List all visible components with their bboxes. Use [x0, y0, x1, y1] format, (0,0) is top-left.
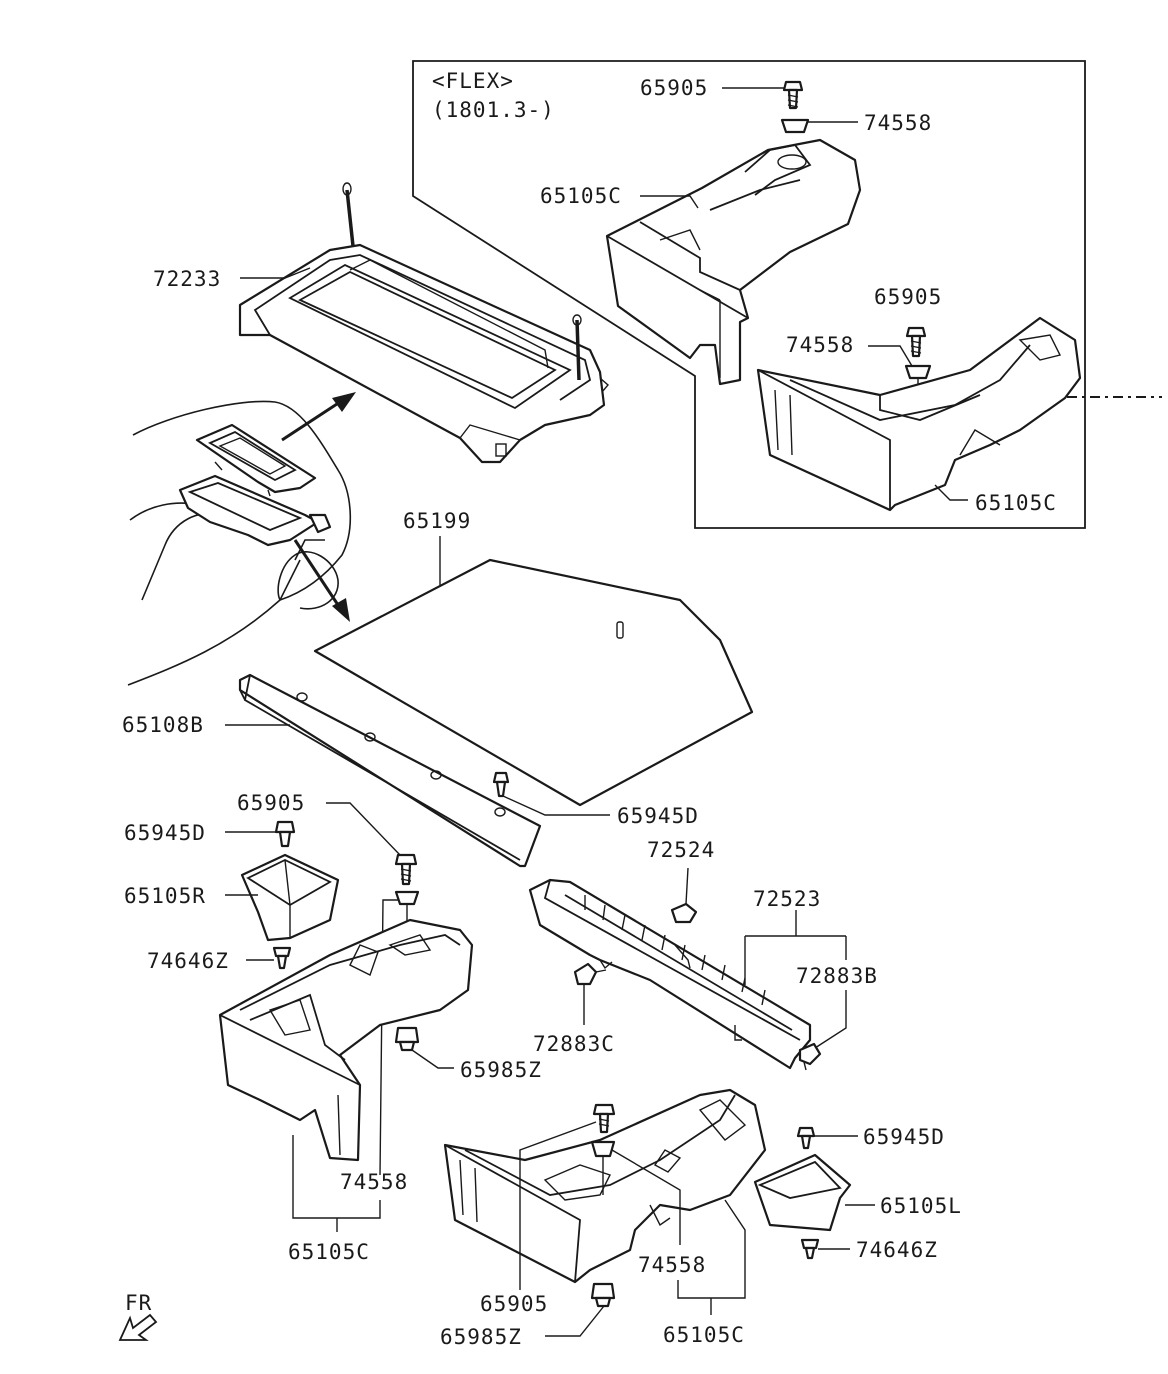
- label-65905-bottom: 65905: [480, 1292, 548, 1316]
- label-72883c: 72883C: [533, 1032, 615, 1056]
- box-65105c-bottom: [443, 1088, 767, 1284]
- nut-74558-inset: [904, 364, 932, 380]
- nut-74558-bottom: [590, 1140, 616, 1158]
- small-tray-assembly: [178, 423, 332, 547]
- label-65105c-left: 65105C: [288, 1240, 370, 1264]
- bolt-65905-top: [782, 80, 804, 110]
- clip-74646z-left: [272, 946, 292, 970]
- shelf-strap-left: [345, 189, 355, 247]
- label-fr: FR: [125, 1291, 152, 1315]
- label-65905-top: 65905: [640, 76, 708, 100]
- label-65105c-inset-lower: 65105C: [975, 491, 1057, 515]
- label-72524: 72524: [647, 838, 715, 862]
- clip-72883c: [573, 962, 607, 986]
- inset-title: <FLEX>: [432, 69, 514, 93]
- bolt-65905-bottom: [592, 1103, 616, 1134]
- bolt-65905-inset: [905, 326, 927, 358]
- trim-strip-65108b: [238, 673, 542, 868]
- arrow-down: [293, 539, 350, 622]
- clip-72524: [670, 867, 698, 924]
- label-65199: 65199: [403, 509, 471, 533]
- label-74558-top: 74558: [864, 111, 932, 135]
- label-65105c-inset-upper: 65105C: [540, 184, 622, 208]
- sill-trim-72523: [528, 878, 812, 1070]
- shelf-strap-right: [575, 319, 581, 381]
- bracket-72523: [744, 910, 847, 985]
- arrow-up: [281, 392, 356, 442]
- clip-65985z-left: [394, 1026, 420, 1052]
- flex-inset-frame: [412, 60, 1086, 529]
- clip-65945d-left: [274, 820, 296, 848]
- bolt-65905-left: [394, 853, 418, 886]
- clip-65945d-right: [796, 1126, 816, 1150]
- label-74646z-left: 74646Z: [147, 949, 229, 973]
- label-65945d-left: 65945D: [124, 821, 206, 845]
- front-direction-arrow-icon: [118, 1313, 158, 1341]
- clip-74646z-right: [800, 1238, 820, 1260]
- inset-box-65105c-lower: [756, 316, 1082, 512]
- label-65985z-left: 65985Z: [460, 1058, 542, 1082]
- label-65905-inset: 65905: [874, 285, 942, 309]
- label-72233: 72233: [153, 267, 221, 291]
- clip-72883b: [798, 1042, 822, 1071]
- label-65105r: 65105R: [124, 884, 206, 908]
- label-72883b: 72883B: [796, 964, 878, 988]
- label-72523: 72523: [753, 887, 821, 911]
- bracket-65105c-left: [292, 1135, 381, 1232]
- clip-65945d-mid: [492, 771, 510, 798]
- bracket-65105c-bottom: [677, 1199, 746, 1315]
- clip-65985z-bottom: [590, 1282, 616, 1308]
- label-74646z-right: 74646Z: [856, 1238, 938, 1262]
- inset-box-65105c-upper: [605, 138, 862, 386]
- label-65105l: 65105L: [880, 1194, 962, 1218]
- label-65105c-bottom: 65105C: [663, 1323, 745, 1347]
- label-74558-bottom: 74558: [638, 1253, 706, 1277]
- label-65905-left: 65905: [237, 791, 305, 815]
- nut-74558-top: [780, 118, 810, 134]
- parcel-shelf-72233: [238, 243, 609, 464]
- pocket-65105r: [240, 853, 340, 942]
- label-65945d-mid: 65945D: [617, 804, 699, 828]
- floor-mat-65199: [313, 558, 754, 807]
- inset-subtitle: (1801.3-): [432, 98, 555, 122]
- nut-74558-left: [394, 890, 420, 906]
- label-65985z-bottom: 65985Z: [440, 1325, 522, 1349]
- label-74558-left: 74558: [340, 1170, 408, 1194]
- pocket-65105l: [753, 1153, 852, 1232]
- label-65945d-right: 65945D: [863, 1125, 945, 1149]
- label-65108b: 65108B: [122, 713, 204, 737]
- label-74558-inset: 74558: [786, 333, 854, 357]
- box-65105c-left: [218, 918, 474, 1162]
